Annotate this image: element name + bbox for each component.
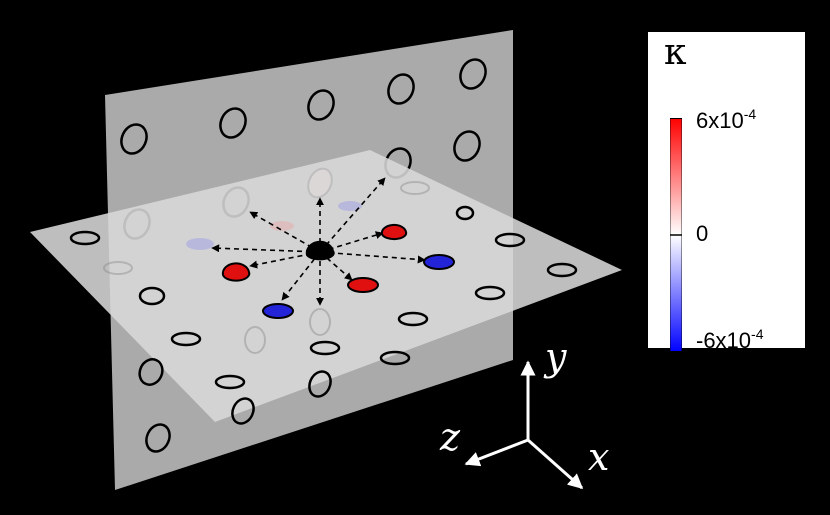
blue-atom	[423, 254, 455, 270]
arrow	[249, 211, 321, 253]
ring	[231, 397, 255, 425]
z-axis-label: z	[439, 415, 461, 459]
x-axis-label: x	[588, 435, 609, 479]
colorbar-min-label: -6x10-4	[696, 326, 764, 353]
ring	[145, 423, 171, 453]
ring	[138, 358, 164, 386]
colorbar-legend: κ 6x10-4 0 -6x10-4	[648, 32, 805, 353]
arrow	[211, 244, 321, 253]
arrow	[319, 177, 386, 253]
ring	[69, 230, 101, 246]
ring	[170, 331, 202, 347]
faint-atoms	[103, 181, 430, 354]
ring	[307, 89, 335, 121]
ring	[138, 286, 166, 306]
ring	[120, 123, 148, 155]
ring	[397, 311, 429, 327]
vertical-plane-lower-rings	[138, 358, 332, 453]
colorbar-max-label: 6x10-4	[696, 106, 757, 133]
ring	[219, 107, 247, 139]
colored-atoms	[221, 223, 455, 319]
center-atom	[305, 240, 335, 261]
horizontal-plane	[30, 150, 622, 422]
arrow	[319, 251, 353, 281]
red-atom	[347, 277, 379, 293]
ring	[309, 340, 341, 356]
ring	[494, 232, 526, 248]
ring	[459, 58, 487, 90]
colorbar-mid-label: 0	[696, 221, 709, 246]
ring	[308, 370, 332, 398]
ring	[387, 73, 415, 105]
horizontal-plane-rings	[69, 205, 578, 390]
ring	[214, 374, 246, 390]
colorbar-title: κ	[664, 32, 687, 73]
arrow	[281, 251, 321, 301]
ring	[474, 285, 506, 301]
ring	[453, 130, 481, 162]
ring	[546, 262, 578, 278]
blue-atom	[262, 303, 294, 319]
z-axis-arrow	[464, 438, 529, 467]
red-atom	[221, 262, 251, 282]
colorbar-gradient	[670, 118, 682, 352]
red-atom	[380, 223, 408, 241]
y-axis-label: y	[543, 335, 567, 379]
ring	[455, 205, 475, 221]
coordinate-axes	[464, 360, 584, 490]
x-axis-arrow	[527, 438, 584, 490]
ring	[379, 350, 411, 366]
